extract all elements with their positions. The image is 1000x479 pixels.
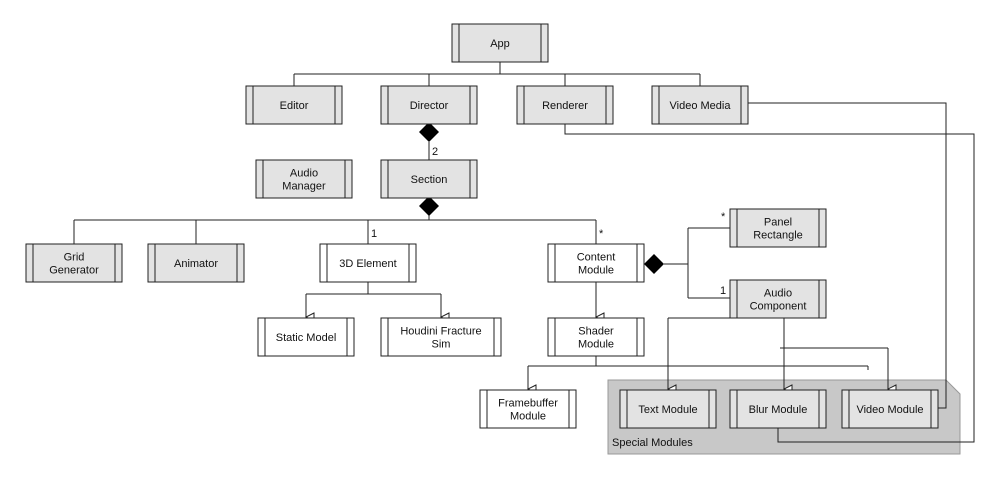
audio-component-label-line-1: Audio <box>764 288 792 300</box>
shader-module-label-line-2: Module <box>578 339 614 351</box>
houdini-label-line-1: Houdini Fracture <box>400 326 481 338</box>
renderer-box: Renderer <box>516 85 614 125</box>
panel-rectangle-rect <box>729 208 827 248</box>
element-3d-label-line-1: 3D Element <box>339 258 396 270</box>
text-module-box: Text Module <box>619 389 717 429</box>
mult-section-content: * <box>599 228 604 240</box>
houdini-label-line-2: Sim <box>432 339 451 351</box>
mult-director-section: 2 <box>432 146 438 158</box>
app-label-line-1: App <box>490 38 510 50</box>
editor-box: Editor <box>245 85 343 125</box>
blur-module-label-line-1: Blur Module <box>749 404 808 416</box>
static-model-box: Static Model <box>257 317 355 357</box>
renderer-rect <box>516 85 614 125</box>
renderer-label-line-1: Renderer <box>542 100 588 112</box>
text-module-rect <box>619 389 717 429</box>
composition-diamonds <box>419 122 664 274</box>
videomedia-videomodule-link <box>748 102 947 409</box>
content-module-rect <box>547 243 645 283</box>
animator-rect <box>147 243 245 283</box>
grid-generator-label-line-1: Grid <box>64 252 85 264</box>
houdini-rect <box>380 317 502 357</box>
framebuffer-module-rect <box>479 389 577 429</box>
mult-section-3d: 1 <box>371 228 377 240</box>
video-module-box: Video Module <box>841 389 939 429</box>
director-label-line-1: Director <box>410 100 449 112</box>
animator-label-line-1: Animator <box>174 258 218 270</box>
element-3d-rect <box>319 243 417 283</box>
section-label-line-1: Section <box>411 174 448 186</box>
multiplicity-labels: 2 1 * * 1 <box>371 146 726 297</box>
section-box: Section <box>380 159 478 199</box>
static-model-label-line-1: Static Model <box>276 332 337 344</box>
video-module-rect <box>841 389 939 429</box>
mult-content-audio: 1 <box>720 285 726 297</box>
audio-component-label-line-2: Component <box>750 301 807 313</box>
director-rect <box>380 85 478 125</box>
editor-rect <box>245 85 343 125</box>
framebuffer-module-label-line-1: Framebuffer <box>498 398 558 410</box>
video-media-label-line-1: Video Media <box>670 100 732 112</box>
section-diamond <box>419 196 439 216</box>
shader-module-label-line-1: Shader <box>578 326 614 338</box>
editor-label-line-1: Editor <box>280 100 309 112</box>
renderer-blur-link <box>564 120 975 443</box>
panel-rectangle-label-line-1: Panel <box>764 217 792 229</box>
video-module-label-line-1: Video Module <box>856 404 923 416</box>
app-box: App <box>451 23 549 63</box>
grid-generator-rect <box>25 243 123 283</box>
video-media-rect <box>651 85 749 125</box>
director-box: Director <box>380 85 478 125</box>
director-diamond <box>419 122 439 142</box>
audio-manager-label-line-2: Manager <box>282 181 326 193</box>
framebuffer-module-label-line-2: Module <box>510 411 546 423</box>
special-modules-label: Special Modules <box>612 437 693 449</box>
section-rect <box>380 159 478 199</box>
element-3d-box: 3D Element <box>319 243 417 283</box>
audio-manager-label-line-1: Audio <box>290 168 318 180</box>
text-module-label-line-1: Text Module <box>638 404 697 416</box>
audio-component-rect <box>729 279 827 319</box>
content-module-label-line-2: Module <box>578 265 614 277</box>
blur-module-rect <box>729 389 827 429</box>
connectors <box>73 62 975 443</box>
static-model-rect <box>257 317 355 357</box>
video-media-box: Video Media <box>651 85 749 125</box>
audio-manager-rect <box>255 159 353 199</box>
app-rect <box>451 23 549 63</box>
content-module-diamond <box>644 254 664 274</box>
animator-box: Animator <box>147 243 245 283</box>
shader-module-rect <box>547 317 645 357</box>
panel-rectangle-label-line-2: Rectangle <box>753 230 803 242</box>
mult-content-panel: * <box>721 211 726 223</box>
content-module-label-line-1: Content <box>577 252 616 264</box>
blur-module-box: Blur Module <box>729 389 827 429</box>
grid-generator-label-line-2: Generator <box>49 265 99 277</box>
